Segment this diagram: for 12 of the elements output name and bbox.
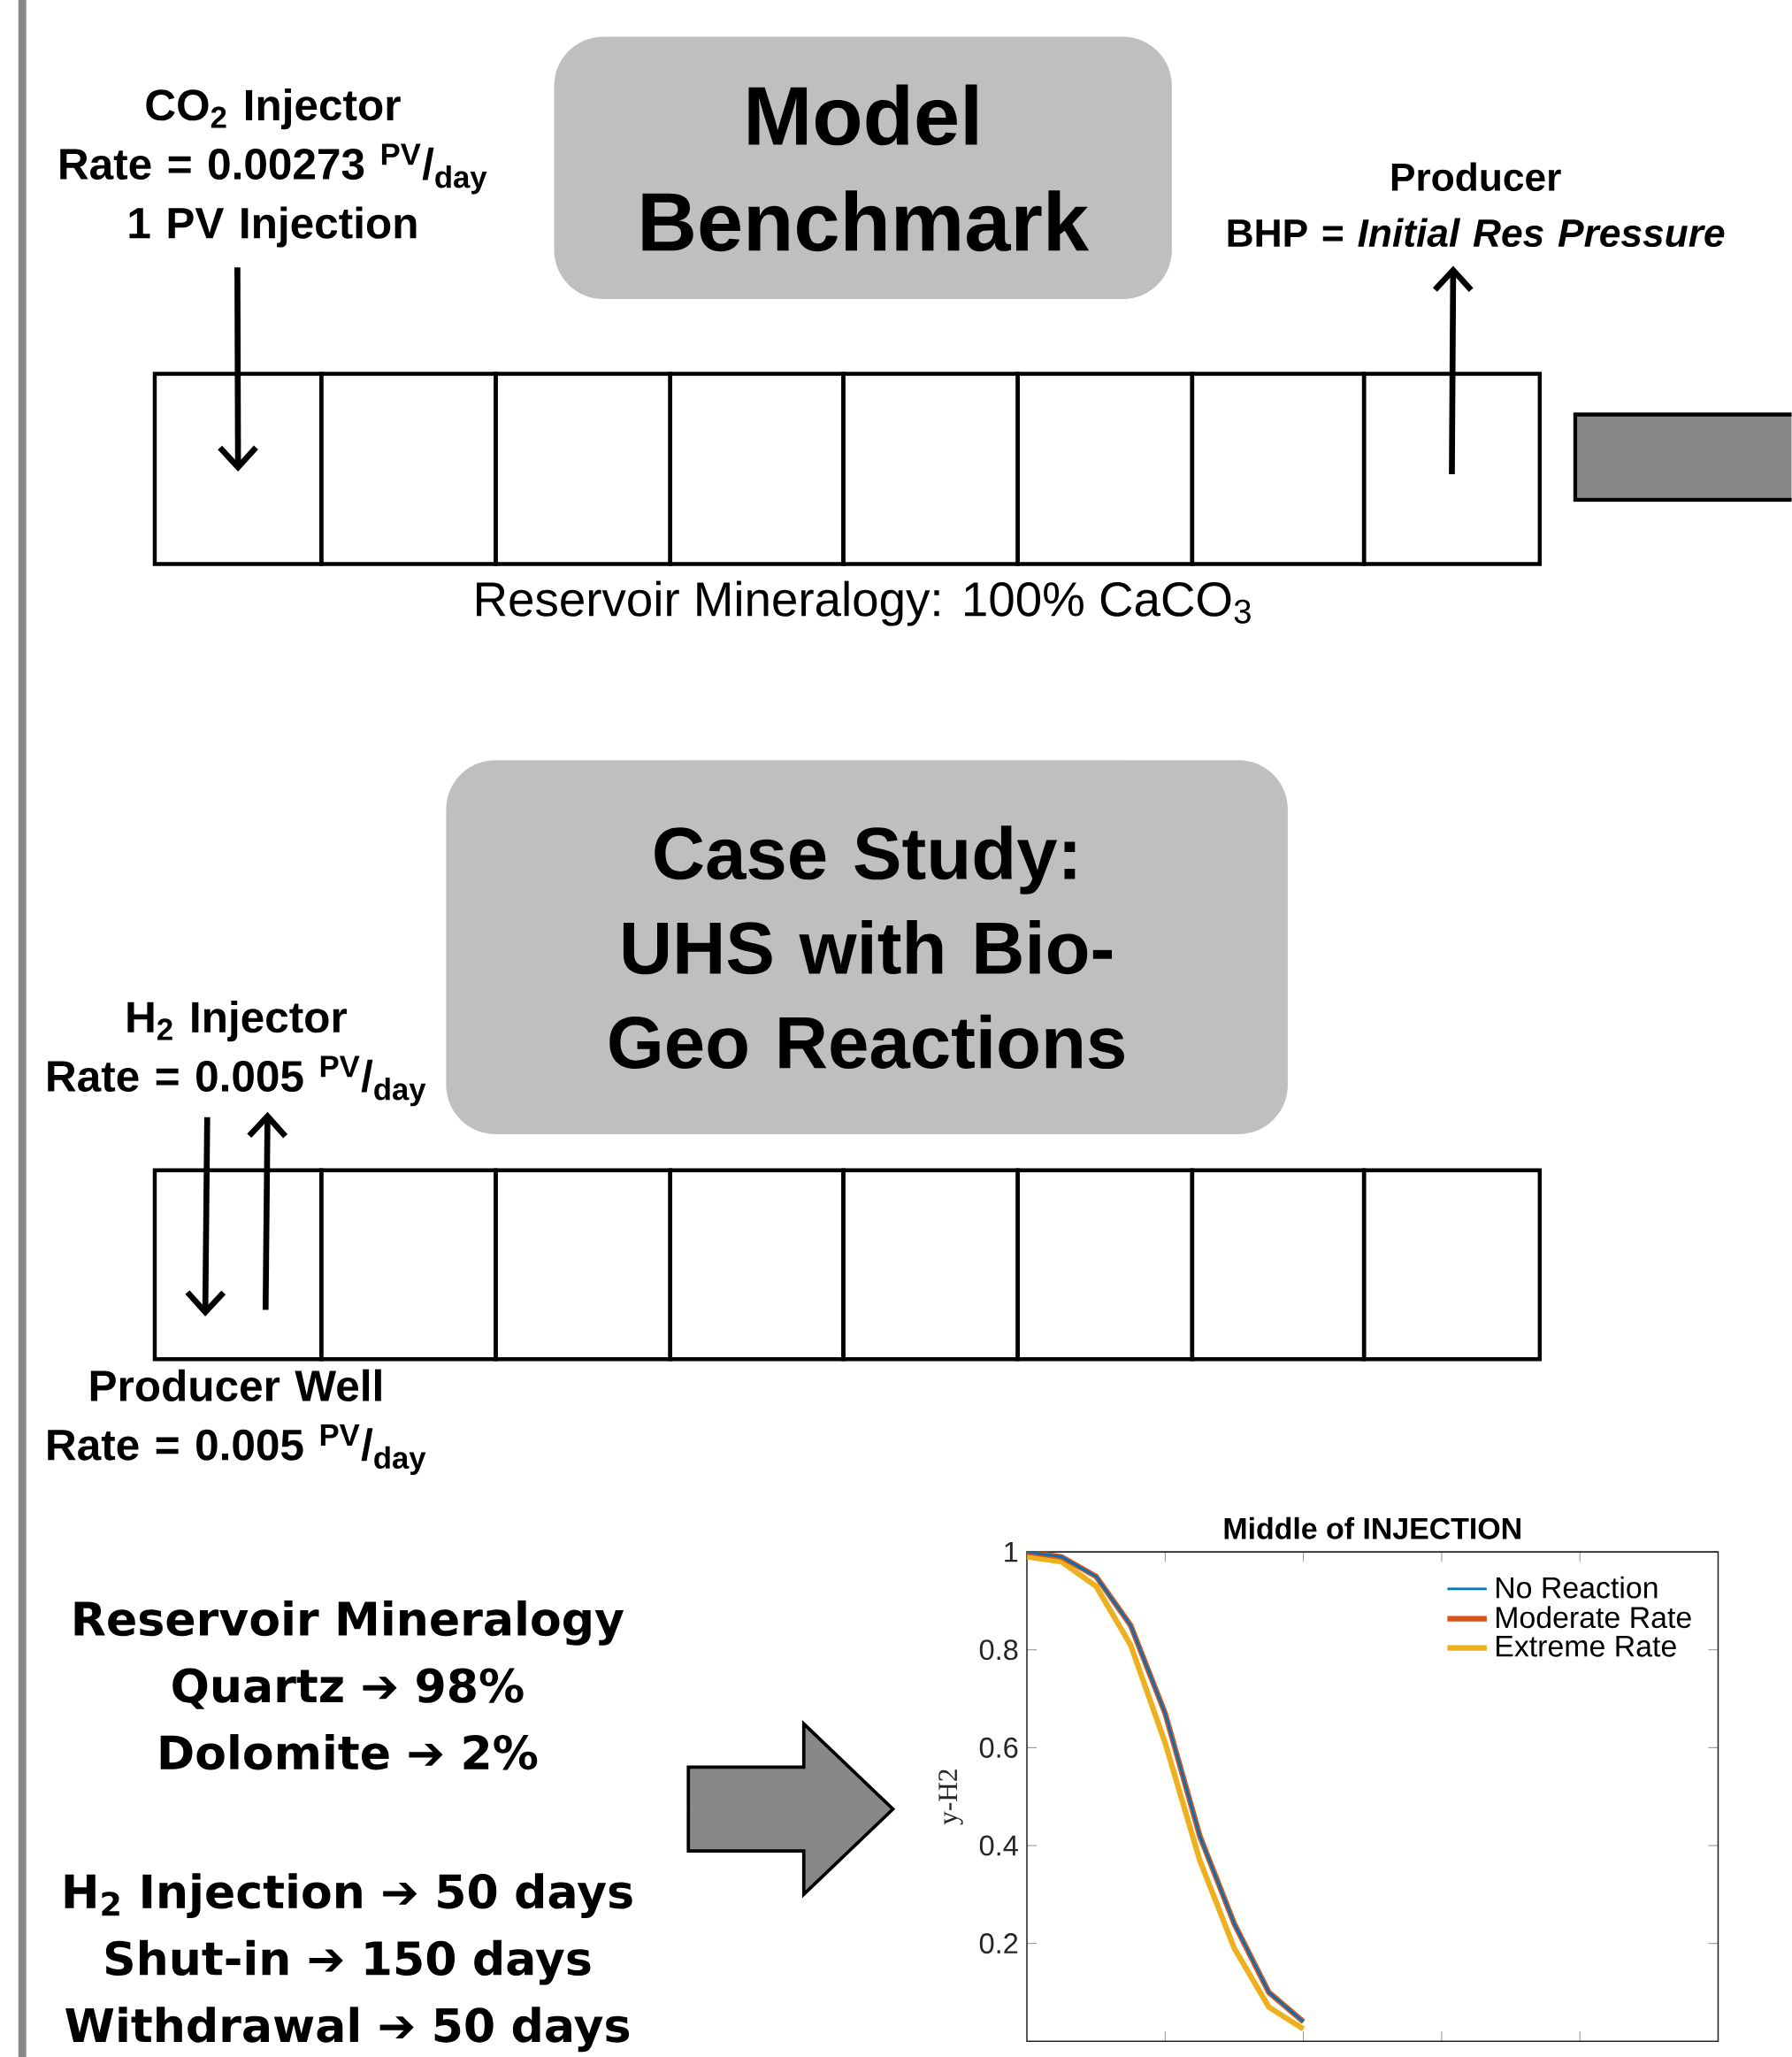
chart-title: Middle of INJECTION — [1224, 1516, 1521, 1539]
legend-label: Moderate Rate — [1497, 1606, 1691, 1629]
y-tick-label: 0.6 — [980, 1737, 1018, 1758]
legend-label: Extreme Rate — [1497, 1636, 1676, 1657]
y-tick-label: 0.4 — [980, 1835, 1019, 1856]
legend-label: No Reaction — [1497, 1576, 1658, 1599]
y-axis-title: y-H2 — [938, 1769, 963, 1825]
caption-text: Reservoir Mineralogy: 100% CaCO$_{3}$ — [477, 580, 1252, 626]
y-tick-label: 0.2 — [980, 1933, 1018, 1954]
y-tick-label: 1 — [1005, 1541, 1018, 1562]
line-chart: 0.2 0.4 0.6 0.8 1 y-H2 Middle of INJECTION No Reaction Moderate Rate Extreme Rate — [938, 1516, 1719, 2042]
y-tick-label: 0.8 — [980, 1639, 1018, 1661]
